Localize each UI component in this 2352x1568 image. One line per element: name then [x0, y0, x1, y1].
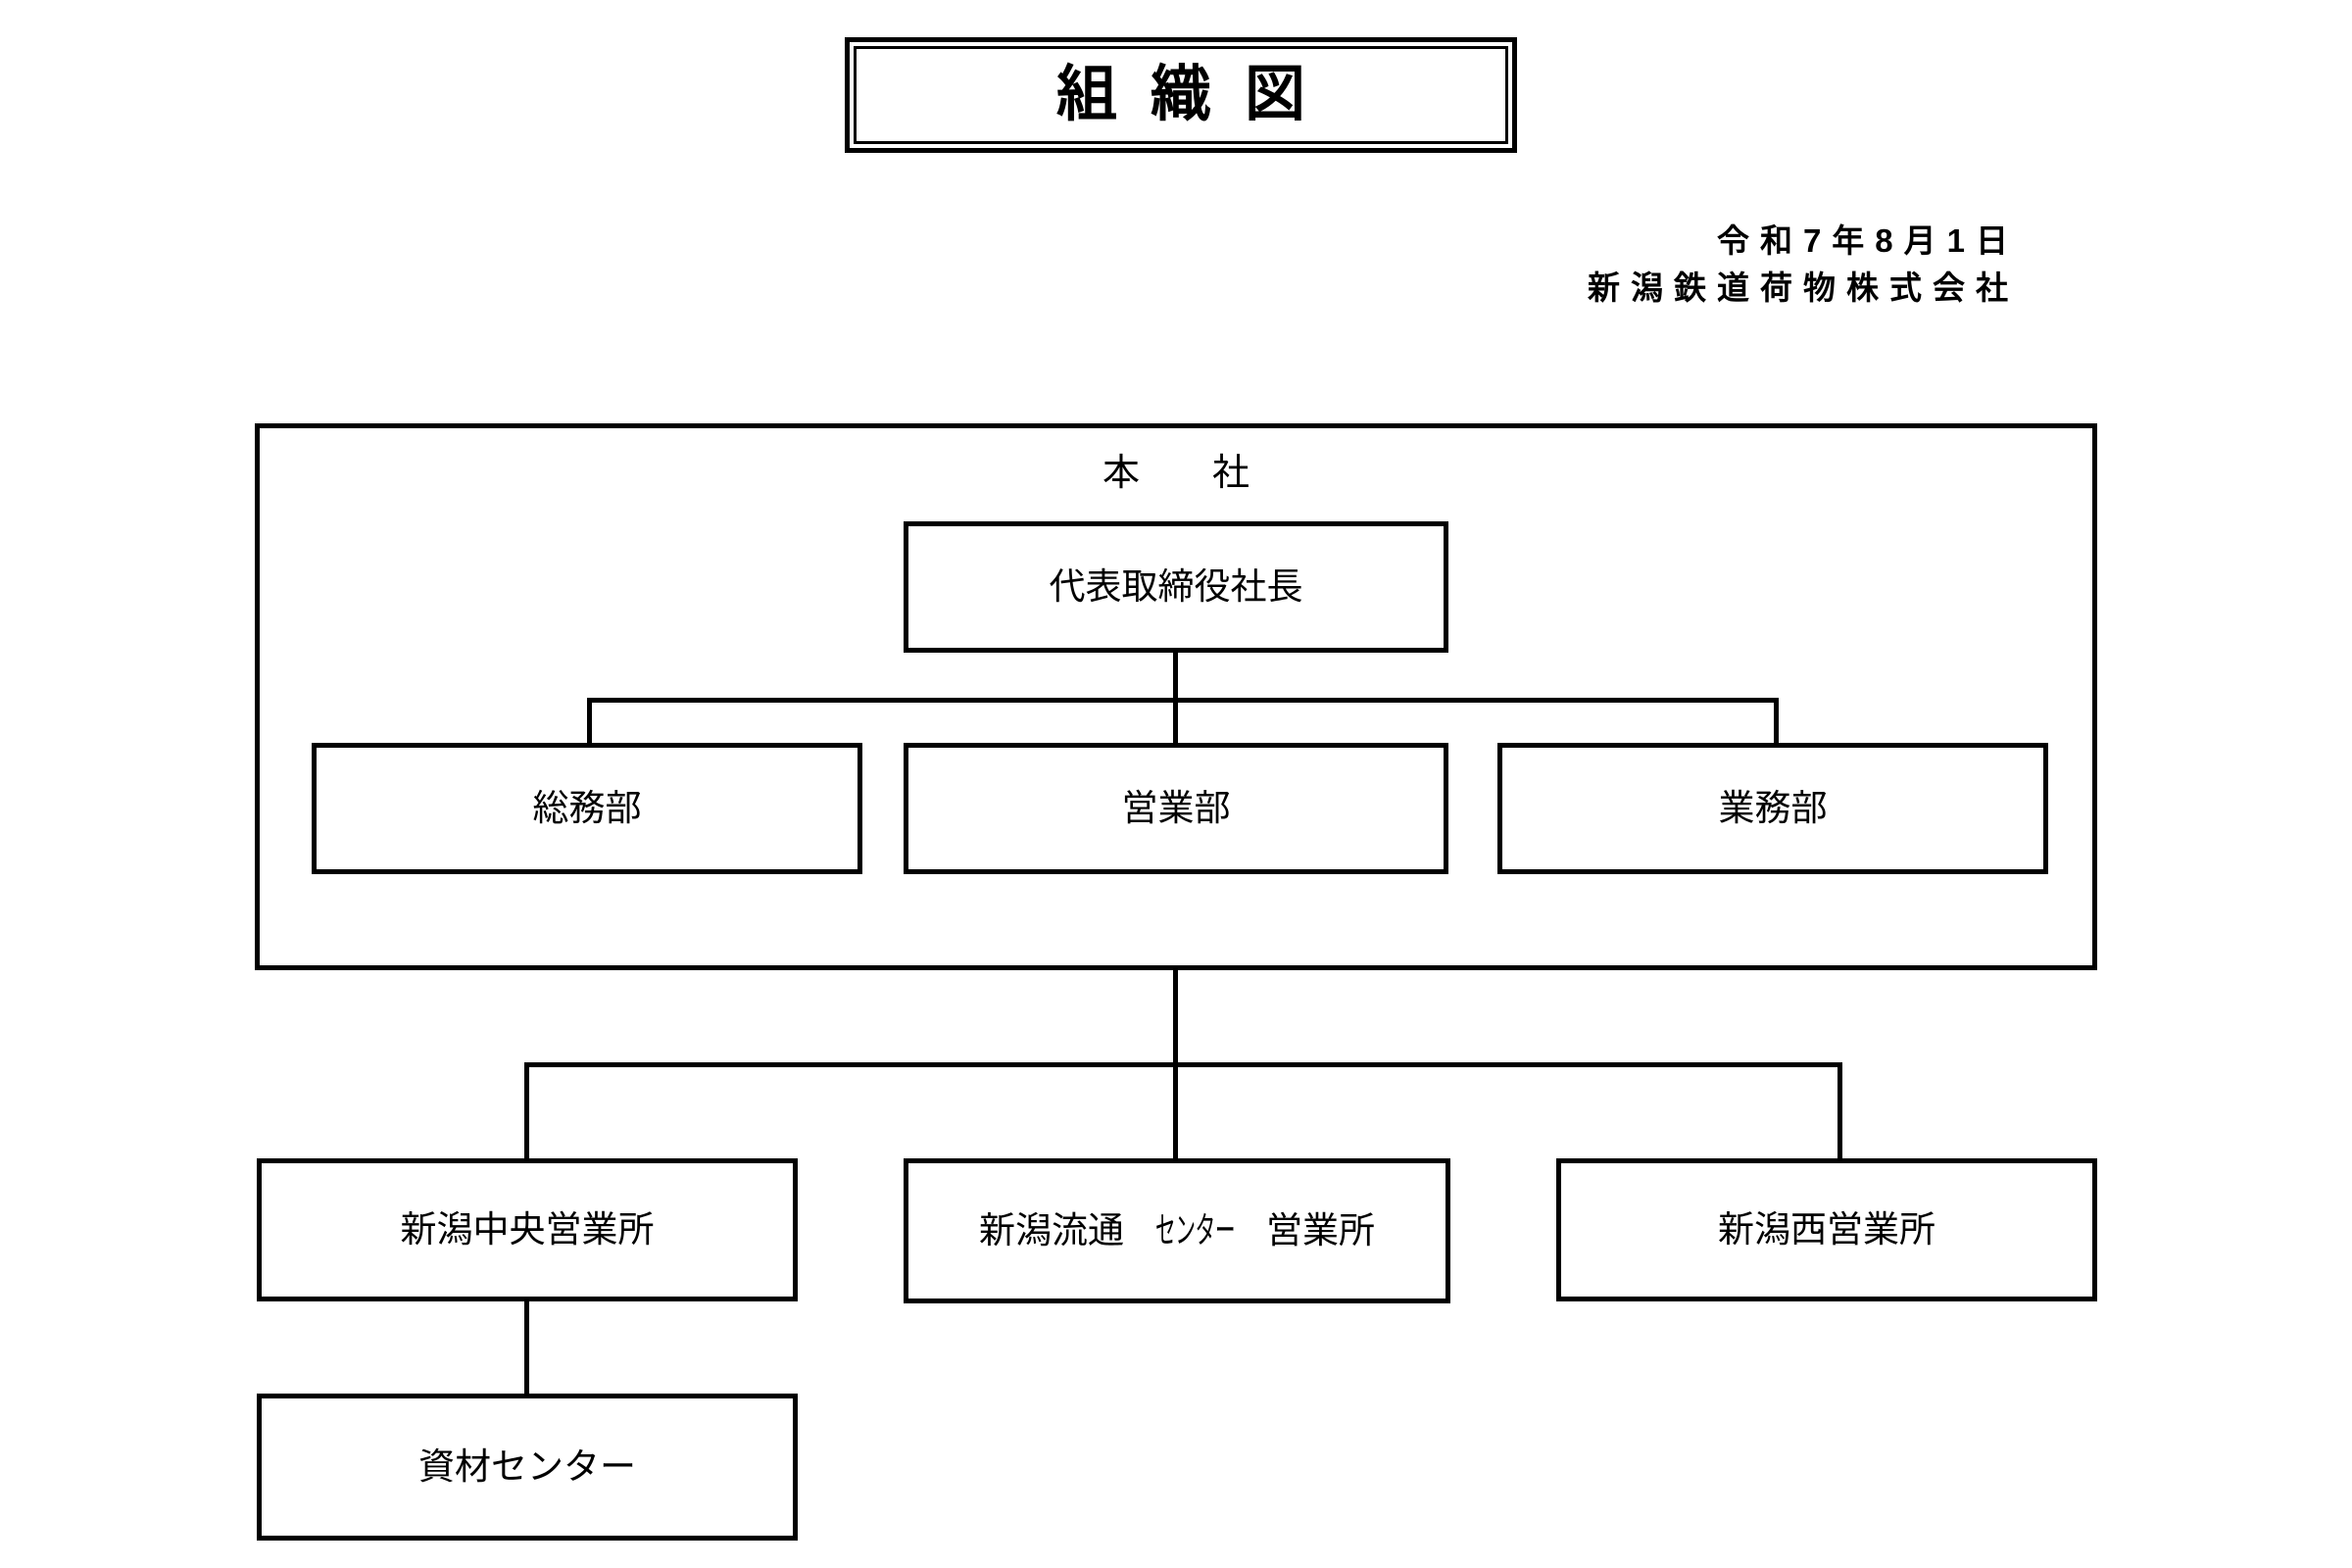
head-office-label: 本 社 [1102, 453, 1267, 494]
node-department-general-affairs[interactable]: 総務部 [312, 743, 862, 874]
connector-office-bus [524, 1062, 1842, 1067]
node-department-general-affairs-label: 総務部 [532, 787, 642, 828]
node-office-niigata-nishi[interactable]: 新潟西営業所 [1556, 1158, 2097, 1301]
office-label-suffix: 営業所 [1266, 1209, 1376, 1250]
connector-department-0-drop [587, 698, 592, 745]
office-label-katakana: センター [1154, 1209, 1236, 1250]
node-department-operations[interactable]: 業務部 [1497, 743, 2048, 874]
chart-title-box-inner: 組織図 [854, 46, 1508, 144]
document-date: 令和7年8月1日 [1716, 222, 2019, 259]
office-label-prefix: 新潟流通 [978, 1209, 1124, 1250]
connector-head-office-drop [1173, 970, 1178, 1062]
node-materials-center[interactable]: 資材センター [257, 1394, 798, 1541]
connector-office-2-drop [1838, 1062, 1842, 1160]
chart-title-box: 組織図 [845, 37, 1517, 153]
page-title: 組織図 [1055, 61, 1339, 128]
connector-president-drop [1173, 653, 1178, 700]
connector-materials-center-drop [524, 1300, 529, 1396]
connector-office-0-drop [524, 1062, 529, 1160]
node-president-label: 代表取締役社長 [1049, 565, 1303, 607]
connector-department-bus [587, 698, 1779, 703]
node-office-niigata-ryutsu-center-label: 新潟流通センター営業所 [978, 1209, 1376, 1251]
node-department-sales-label: 営業部 [1121, 787, 1231, 828]
node-office-niigata-chuo-label: 新潟中央営業所 [400, 1208, 655, 1250]
node-office-niigata-nishi-label: 新潟西営業所 [1718, 1208, 1936, 1250]
node-materials-center-label: 資材センター [418, 1446, 636, 1487]
connector-office-1-drop [1173, 1062, 1178, 1160]
connector-department-1-drop [1173, 698, 1178, 745]
node-department-sales[interactable]: 営業部 [904, 743, 1448, 874]
connector-department-2-drop [1774, 698, 1779, 745]
node-office-niigata-ryutsu-center[interactable]: 新潟流通センター営業所 [904, 1158, 1450, 1303]
document-meta: 令和7年8月1日 新潟鉄道荷物株式会社 [1577, 218, 2019, 312]
node-office-niigata-chuo[interactable]: 新潟中央営業所 [257, 1158, 798, 1301]
node-department-operations-label: 業務部 [1718, 787, 1828, 828]
node-president[interactable]: 代表取締役社長 [904, 521, 1448, 653]
company-name: 新潟鉄道荷物株式会社 [1588, 269, 2019, 306]
